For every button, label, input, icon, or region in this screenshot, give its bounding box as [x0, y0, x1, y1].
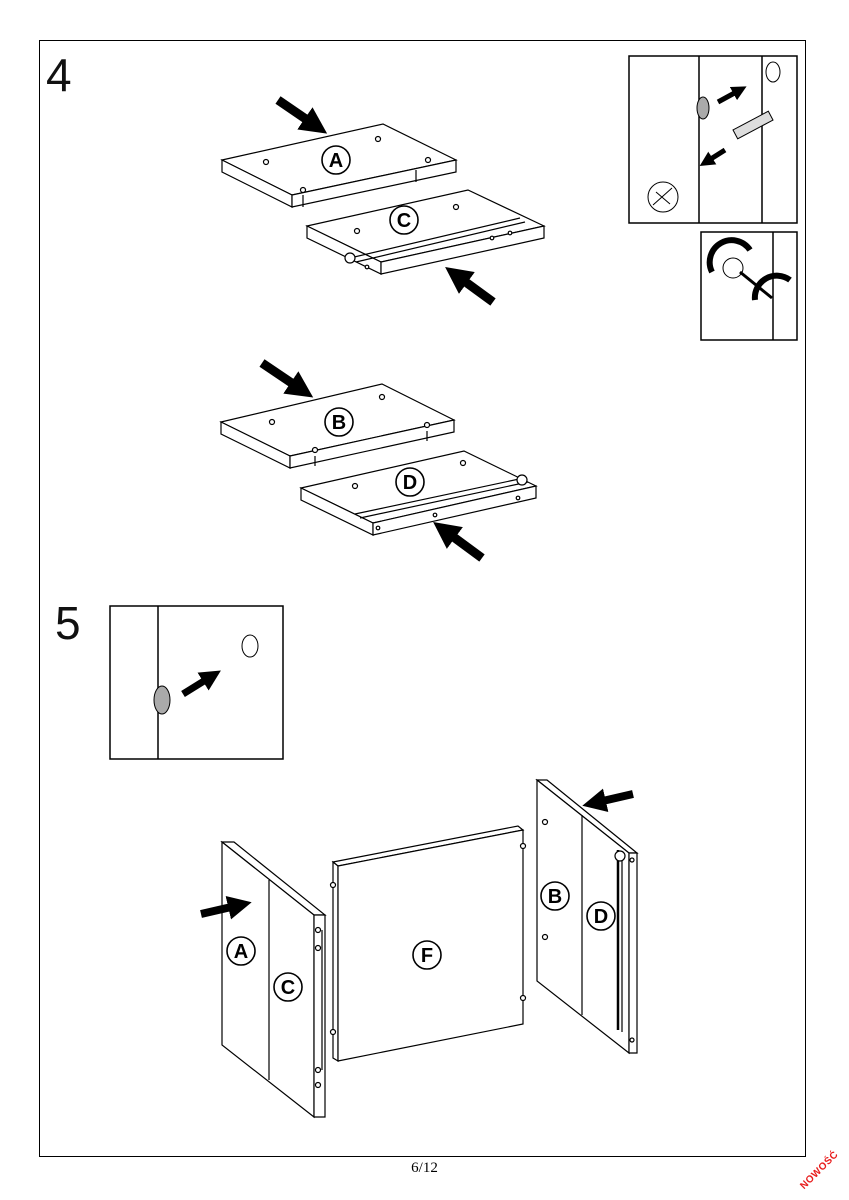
page-frame — [39, 40, 806, 1157]
label-circle-c-step5 — [273, 972, 303, 1002]
arrow-push-c — [445, 267, 496, 306]
arrow-push-a — [275, 96, 328, 134]
arrow-side-right — [582, 788, 634, 812]
detail-cam-insert — [628, 55, 798, 224]
label-circle-a-step4 — [321, 145, 351, 175]
arrow-push-d — [433, 521, 485, 562]
arrow-remove — [699, 147, 727, 167]
label-circle-c-step4 — [389, 205, 419, 235]
label-circle-a-step5 — [226, 936, 256, 966]
step-number-4: 4 — [46, 49, 72, 101]
arrow-push-b — [259, 359, 314, 398]
label-circle-d-step4 — [395, 467, 425, 497]
step-number-5: 5 — [55, 597, 81, 649]
label-b-step4: B — [332, 412, 346, 434]
label-c-step5: C — [281, 977, 295, 999]
panel-a-top — [220, 123, 458, 208]
label-circle-b-step5 — [540, 881, 570, 911]
label-circle-b-step4 — [324, 407, 354, 437]
arrow-insert — [716, 86, 747, 105]
arrow-step5 — [181, 670, 221, 697]
label-circle-d-step5 — [586, 901, 616, 931]
panel-c-top — [305, 189, 546, 275]
page-number: 6/12 — [411, 1160, 438, 1176]
label-d-step5: D — [594, 906, 608, 928]
label-circle-f-step5 — [412, 940, 442, 970]
arrow-side-left — [200, 896, 252, 920]
label-d-step4: D — [403, 472, 417, 494]
label-c-step4: C — [397, 210, 411, 232]
side-panel-b-d — [535, 778, 639, 1055]
label-a-step5: A — [234, 941, 248, 963]
detail-screwdriver-turn — [700, 231, 798, 341]
label-f-step5: F — [421, 945, 433, 967]
label-a-step4: A — [329, 150, 343, 172]
label-b-step5: B — [548, 886, 562, 908]
side-panel-a-c — [220, 840, 327, 1119]
